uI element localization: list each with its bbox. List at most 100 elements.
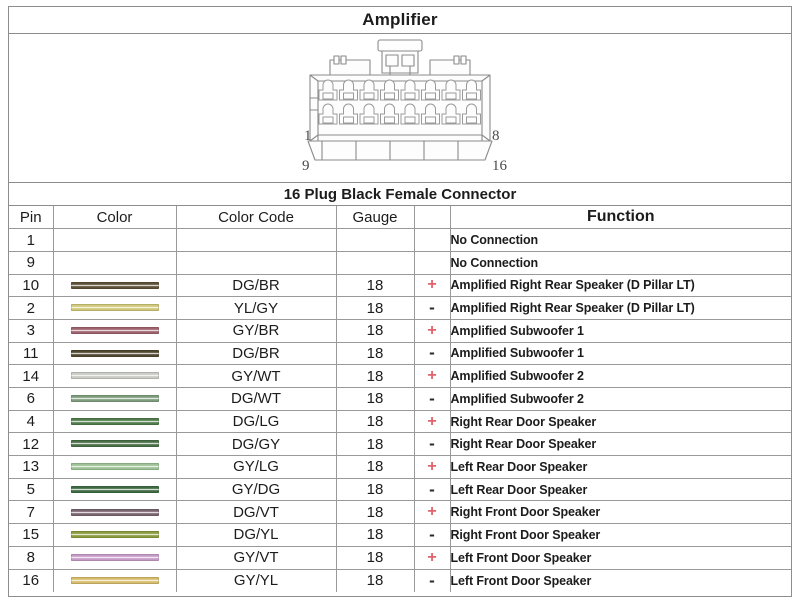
- cell-function: Amplified Subwoofer 1: [450, 319, 791, 343]
- wire-color-swatch: [70, 576, 159, 584]
- cell-polarity: +: [414, 546, 451, 570]
- cell-wire-color: [53, 410, 177, 434]
- cell-polarity: -: [414, 296, 451, 320]
- amplifier-connector-sheet: Amplifier: [8, 6, 792, 597]
- cell-polarity: +: [414, 274, 451, 298]
- cell-gauge: 18: [336, 410, 415, 434]
- cell-color-code: YL/GY: [176, 296, 337, 320]
- connector-caption: 16 Plug Black Female Connector: [283, 185, 517, 203]
- connector-pin-label-9: 9: [302, 158, 310, 174]
- cell-color-code: DG/BR: [176, 342, 337, 366]
- cell-wire-color: [53, 432, 177, 457]
- cell-gauge: 18: [336, 500, 415, 525]
- cell-gauge: 18: [336, 546, 415, 570]
- cell-wire-color: [53, 546, 177, 570]
- column-header-pin: Pin: [9, 206, 54, 230]
- cell-function: Right Rear Door Speaker: [450, 432, 791, 457]
- cell-pin: 2: [9, 296, 54, 320]
- cell-gauge: [336, 228, 415, 252]
- wire-color-swatch: [70, 395, 159, 403]
- connector-pin-label-16: 16: [492, 158, 507, 174]
- cell-color-code: DG/VT: [176, 500, 337, 525]
- cell-color-code: DG/WT: [176, 387, 337, 411]
- cell-pin: 8: [9, 546, 54, 570]
- wire-color-swatch: [70, 372, 159, 380]
- cell-polarity: +: [414, 410, 451, 434]
- wire-color-swatch: [70, 327, 159, 335]
- cell-function: Right Front Door Speaker: [450, 500, 791, 525]
- wire-color-swatch: [70, 417, 159, 425]
- cell-wire-color: [53, 478, 177, 502]
- column-header-color-code: Color Code: [176, 206, 337, 230]
- cell-color-code: GY/WT: [176, 364, 337, 388]
- cell-polarity: -: [414, 387, 451, 411]
- cell-pin: 10: [9, 274, 54, 298]
- pinout-table-header: Pin Color Color Code Gauge Function: [9, 206, 791, 230]
- cell-wire-color: [53, 251, 177, 275]
- wire-color-swatch: [70, 553, 159, 561]
- wire-color-swatch: [70, 304, 159, 312]
- cell-wire-color: [53, 228, 177, 252]
- cell-pin: 12: [9, 432, 54, 457]
- wire-color-swatch: [70, 440, 159, 448]
- cell-color-code: DG/LG: [176, 410, 337, 434]
- cell-pin: 15: [9, 523, 54, 547]
- cell-wire-color: [53, 364, 177, 388]
- cell-wire-color: [53, 500, 177, 525]
- cell-wire-color: [53, 455, 177, 479]
- cell-polarity: [414, 251, 451, 275]
- cell-function: No Connection: [450, 228, 791, 252]
- header-row: Pin Color Color Code Gauge Function: [9, 206, 791, 230]
- cell-color-code: GY/YL: [176, 569, 337, 592]
- cell-wire-color: [53, 387, 177, 411]
- cell-gauge: 18: [336, 342, 415, 366]
- cell-function: Left Rear Door Speaker: [450, 478, 791, 502]
- cell-pin: 14: [9, 364, 54, 388]
- cell-gauge: 18: [336, 432, 415, 457]
- cell-wire-color: [53, 569, 177, 592]
- cell-pin: 5: [9, 478, 54, 502]
- wire-color-swatch: [70, 349, 159, 357]
- cell-pin: 13: [9, 455, 54, 479]
- cell-function: Amplified Right Rear Speaker (D Pillar L…: [450, 296, 791, 320]
- connector-illustration: [9, 36, 791, 171]
- connector-diagram-area: 1 8 9 16: [9, 34, 791, 182]
- cell-color-code: [176, 251, 337, 275]
- cell-gauge: 18: [336, 319, 415, 343]
- cell-polarity: +: [414, 364, 451, 388]
- cell-wire-color: [53, 274, 177, 298]
- cell-gauge: 18: [336, 478, 415, 502]
- column-header-function: Function: [450, 206, 791, 230]
- cell-pin: 11: [9, 342, 54, 366]
- cell-color-code: [176, 228, 337, 252]
- cell-pin: 6: [9, 387, 54, 411]
- cell-pin: 4: [9, 410, 54, 434]
- cell-pin: 7: [9, 500, 54, 525]
- cell-polarity: [414, 228, 451, 252]
- wire-color-swatch: [70, 463, 159, 471]
- cell-color-code: GY/LG: [176, 455, 337, 479]
- cell-polarity: +: [414, 455, 451, 479]
- wire-color-swatch: [70, 485, 159, 493]
- cell-color-code: DG/BR: [176, 274, 337, 298]
- connector-caption-band: 16 Plug Black Female Connector: [9, 182, 791, 206]
- cell-wire-color: [53, 523, 177, 547]
- cell-function: Right Rear Door Speaker: [450, 410, 791, 434]
- cell-color-code: DG/YL: [176, 523, 337, 547]
- page-title: Amplifier: [362, 10, 438, 29]
- cell-wire-color: [53, 296, 177, 320]
- cell-function: Amplified Subwoofer 1: [450, 342, 791, 366]
- wire-color-swatch: [70, 531, 159, 539]
- cell-gauge: 18: [336, 296, 415, 320]
